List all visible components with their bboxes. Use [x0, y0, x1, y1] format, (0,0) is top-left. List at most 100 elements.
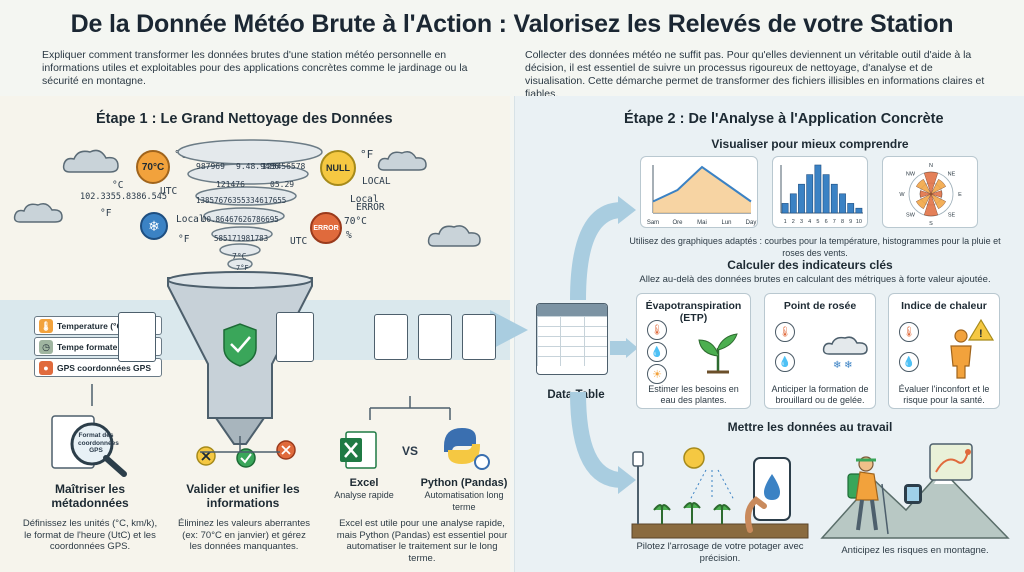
rose-petal — [923, 193, 939, 217]
cloud-icon — [427, 225, 481, 247]
block1-title: Maîtriser les métadonnées — [51, 482, 129, 510]
raw-token: 00.86467626786695 — [202, 215, 279, 224]
wind-rose-chart: N NE E SE S SW W NW — [899, 163, 962, 227]
etp-title: Évapotranspiration (ETP) — [645, 300, 742, 324]
rose-direction-label: S — [929, 221, 933, 227]
garden-caption: Pilotez l'arrosage de votre potager avec… — [636, 541, 804, 564]
heat-index-title: Indice de chaleur — [901, 300, 987, 312]
dew-point-title: Point de rosée — [783, 300, 857, 312]
x-tick-label: 10 — [856, 219, 862, 225]
raw-token: 102.3355.8386.545 — [80, 192, 167, 202]
rose-petal — [919, 190, 932, 198]
temperature-line — [652, 165, 752, 203]
raw-token: % — [346, 230, 352, 241]
dew-point-text: Anticiper la formation de brouillard ou … — [771, 384, 869, 405]
raw-token: 7°F — [236, 264, 249, 272]
raw-token: 9.48.9486 — [236, 162, 280, 171]
bar — [789, 193, 797, 214]
water-drop-icon: 💧 — [647, 342, 667, 362]
bar — [822, 174, 830, 214]
rose-direction-label: W — [899, 192, 905, 198]
x-tick-label: Day — [746, 220, 757, 226]
bar — [830, 183, 838, 214]
rose-chart-card: N NE E SE S SW W NW — [882, 156, 978, 228]
raw-token: 123456578 — [262, 162, 306, 171]
raw-token: 585171981783 — [214, 234, 269, 243]
python-icon — [444, 428, 490, 470]
x-tick-label: 2 — [792, 219, 795, 225]
fog-cloud-icon: ❄ ❄ — [822, 336, 868, 371]
intro-right: Collecter des données météo ne suffit pa… — [525, 49, 985, 100]
apply-title: Mettre les données au travail — [727, 420, 893, 434]
x-tick-label: 8 — [841, 219, 844, 225]
location-pin-icon: ● — [39, 361, 53, 375]
warning-person-icon: ! — [950, 318, 995, 379]
water-drop-icon: 💧 — [899, 352, 919, 372]
rose-direction-label: SE — [948, 213, 956, 219]
raw-token: Local — [350, 194, 379, 205]
clean-document-icon — [374, 314, 408, 360]
raw-token: °F — [360, 148, 374, 161]
cloud-icon — [377, 151, 427, 171]
temperature-badge: 70°C — [136, 150, 170, 184]
indicators-subtitle: Allez au-delà des données brutes en calc… — [639, 274, 991, 285]
python-sub: Automatisation long terme — [424, 490, 504, 512]
thermometer-icon: 🌡 — [775, 322, 795, 342]
svg-text:!: ! — [979, 328, 983, 340]
rose-direction-label: SW — [906, 213, 916, 219]
raw-token: 13857676355334617655 — [196, 196, 287, 205]
raw-token: °F — [100, 208, 112, 219]
block2-title: Valider et unifier les informations — [186, 482, 300, 510]
page-title: De la Donnée Météo Brute à l'Action : Va… — [70, 10, 954, 38]
clock-icon: ◷ — [39, 340, 53, 354]
excel-label: Excel — [349, 477, 379, 489]
magnifier-icon — [51, 415, 127, 477]
tag-gps: ● GPS coordonnées GPS — [34, 358, 162, 377]
excel-icon — [340, 431, 377, 469]
x-tick-label: Sam — [647, 220, 659, 226]
rose-petal — [915, 193, 932, 210]
bar — [814, 164, 822, 214]
step1-title: Étape 1 : Le Grand Nettoyage des Données — [96, 111, 393, 127]
clean-document-icon — [462, 314, 496, 360]
indicators-title: Calculer des indicateurs clés — [727, 258, 893, 272]
visualize-caption: Utilisez des graphiques adaptés : courbe… — [629, 236, 1001, 258]
block2-text: Éliminez les valeurs aberrantes (ex: 70°… — [178, 518, 311, 552]
bar — [855, 207, 863, 214]
rose-petal — [923, 171, 939, 195]
rose-petal — [930, 193, 947, 210]
bar — [781, 203, 789, 214]
rose-petal — [930, 190, 943, 198]
rose-petal — [930, 178, 947, 195]
data-table-icon — [536, 303, 608, 375]
raw-token: 987969 — [196, 162, 225, 171]
document-icon — [118, 312, 156, 362]
raw-token: ERROR — [356, 202, 385, 213]
mountain-hiker-scene — [820, 443, 1010, 539]
error-badge: ERROR — [310, 212, 342, 244]
excel-sub: Analyse rapide — [334, 490, 394, 500]
thermometer-icon: 🌡 — [39, 319, 53, 333]
data-tornado — [177, 139, 323, 270]
rose-petal — [915, 178, 932, 195]
x-tick-label: 3 — [800, 219, 803, 225]
raw-token: 121476 — [216, 180, 245, 189]
bar — [847, 203, 855, 214]
sun-icon: ☀ — [647, 364, 667, 384]
raw-token: 70°C — [344, 216, 367, 227]
etp-card: Évapotranspiration (ETP) 🌡 💧 ☀ Estimer l… — [636, 293, 751, 409]
rose-direction-label: NE — [948, 171, 956, 177]
rose-direction-label: E — [958, 192, 962, 198]
thermometer-icon: 🌡 — [647, 320, 667, 340]
rose-direction-label: N — [929, 163, 933, 169]
x-tick-label: Ore — [672, 220, 683, 226]
rose-direction-label: NW — [906, 171, 916, 177]
raw-token: 05.29 — [270, 180, 295, 189]
x-tick-label: Mai — [697, 220, 707, 226]
raw-token: Local — [176, 214, 205, 225]
block3-text: Excel est utile pour une analyse rapide,… — [336, 518, 508, 564]
raw-token: 7°C — [232, 252, 247, 261]
water-drop-icon: 💧 — [775, 352, 795, 372]
